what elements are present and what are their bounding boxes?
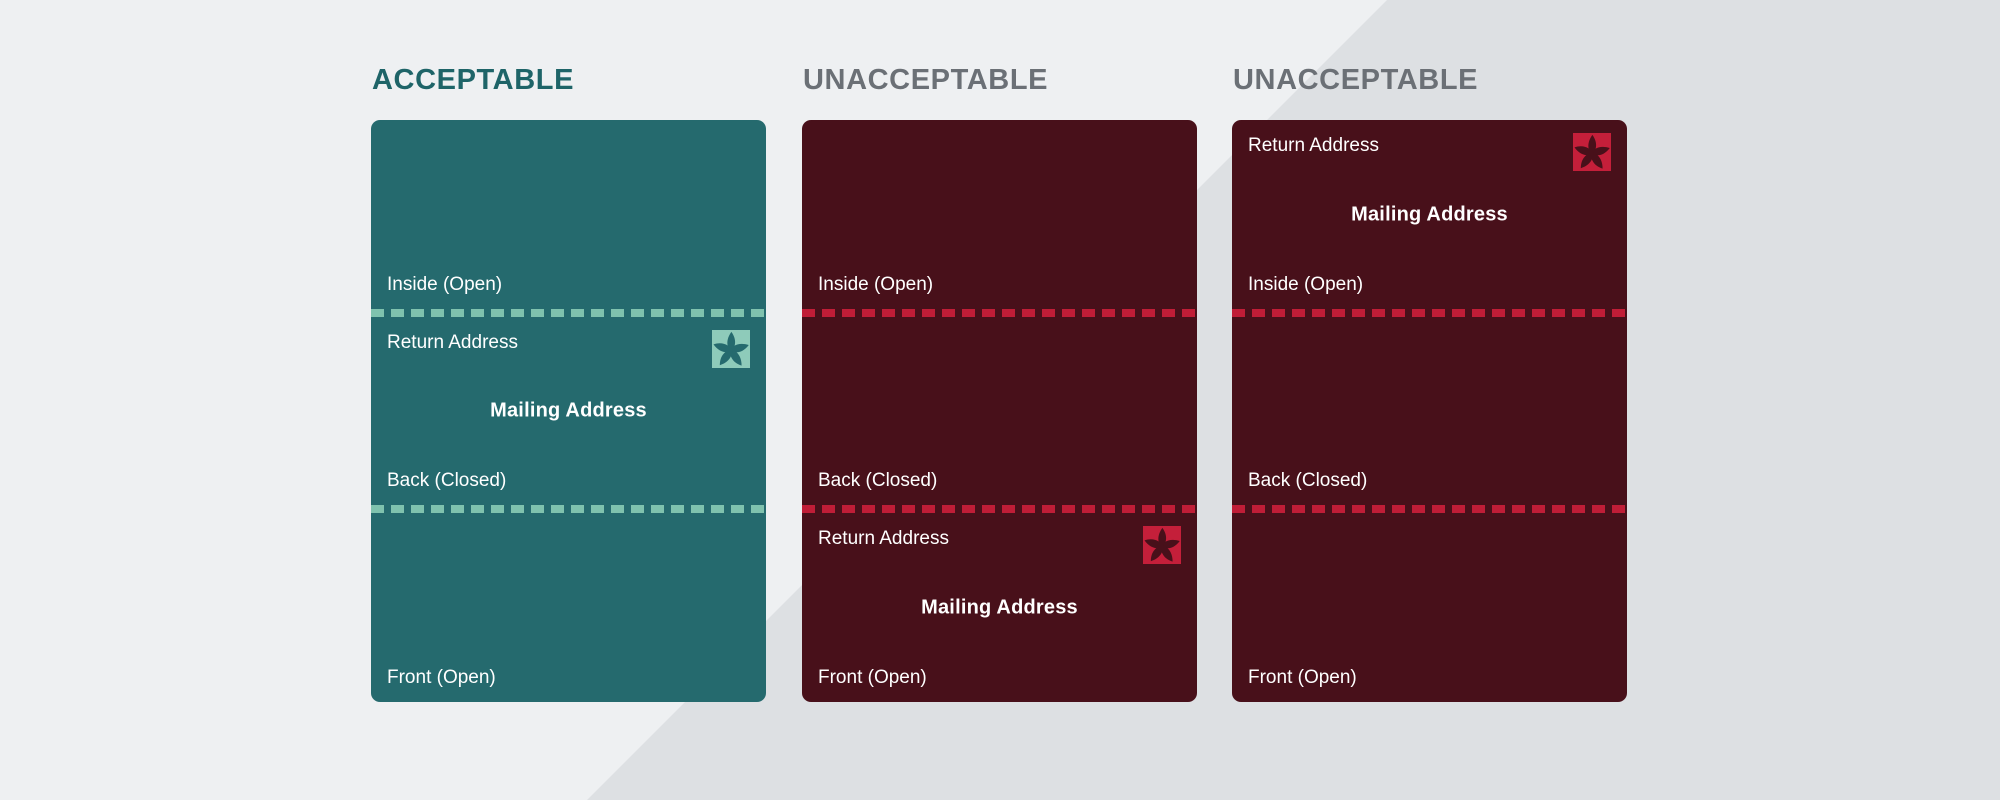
section-inside-open: Inside (Open) — [802, 120, 1197, 309]
section-front-open: Front (Open) — [1232, 513, 1627, 702]
panel-acceptable: ACCEPTABLE Inside (Open) Return Address — [371, 64, 766, 702]
section-label: Front (Open) — [1248, 667, 1357, 688]
return-address-label: Return Address — [1248, 135, 1379, 156]
section-label: Front (Open) — [387, 667, 496, 688]
panel-title: ACCEPTABLE — [372, 64, 575, 96]
section-label: Inside (Open) — [818, 274, 934, 295]
mailing-address-slot: Mailing Address — [802, 596, 1197, 619]
mailing-address-label: Mailing Address — [921, 596, 1078, 618]
mailing-address-label: Mailing Address — [1351, 203, 1508, 225]
return-address-label: Return Address — [818, 528, 949, 549]
mailing-address-slot: Mailing Address — [1232, 203, 1627, 226]
fold-line — [802, 505, 1197, 513]
section-front-open: Return Address Mailing Address — [802, 513, 1197, 702]
mailing-address-slot: Mailing Address — [371, 400, 766, 423]
flower-logo-icon — [1573, 133, 1611, 171]
return-address-row: Return Address — [818, 526, 1181, 564]
section-inside-open: Inside (Open) — [371, 120, 766, 309]
mailer-card: Return Address Mailing Address — [1232, 120, 1627, 702]
section-back-closed: Back (Closed) — [1232, 317, 1627, 505]
return-address-label: Return Address — [387, 332, 518, 353]
fold-line — [802, 309, 1197, 317]
section-back-closed: Return Address Mailing Address — [371, 317, 766, 505]
section-front-open: Front (Open) — [371, 513, 766, 702]
section-label: Back (Closed) — [1248, 470, 1368, 491]
section-label: Inside (Open) — [1248, 274, 1364, 295]
fold-line — [371, 309, 766, 317]
panel-title: UNACCEPTABLE — [1233, 64, 1479, 96]
panel-unacceptable-front: UNACCEPTABLE Inside (Open) Back (Closed)… — [802, 64, 1197, 702]
section-label: Back (Closed) — [387, 470, 507, 491]
section-inside-open: Return Address Mailing Address — [1232, 120, 1627, 309]
mailer-card: Inside (Open) Back (Closed) Return Addre… — [802, 120, 1197, 702]
fold-line — [371, 505, 766, 513]
mailer-card: Inside (Open) Return Address — [371, 120, 766, 702]
section-label: Inside (Open) — [387, 274, 503, 295]
mailing-address-label: Mailing Address — [490, 399, 647, 422]
fold-line — [1232, 505, 1627, 513]
flower-logo-icon — [712, 330, 750, 368]
fold-line — [1232, 309, 1627, 317]
section-label: Front (Open) — [818, 667, 927, 688]
section-label: Back (Closed) — [818, 470, 938, 491]
return-address-row: Return Address — [387, 330, 750, 368]
flower-logo-icon — [1143, 526, 1181, 564]
panel-unacceptable-inside: UNACCEPTABLE Return Address — [1232, 64, 1627, 702]
panel-title: UNACCEPTABLE — [803, 64, 1049, 96]
return-address-row: Return Address — [1248, 133, 1611, 171]
section-back-closed: Back (Closed) — [802, 317, 1197, 505]
